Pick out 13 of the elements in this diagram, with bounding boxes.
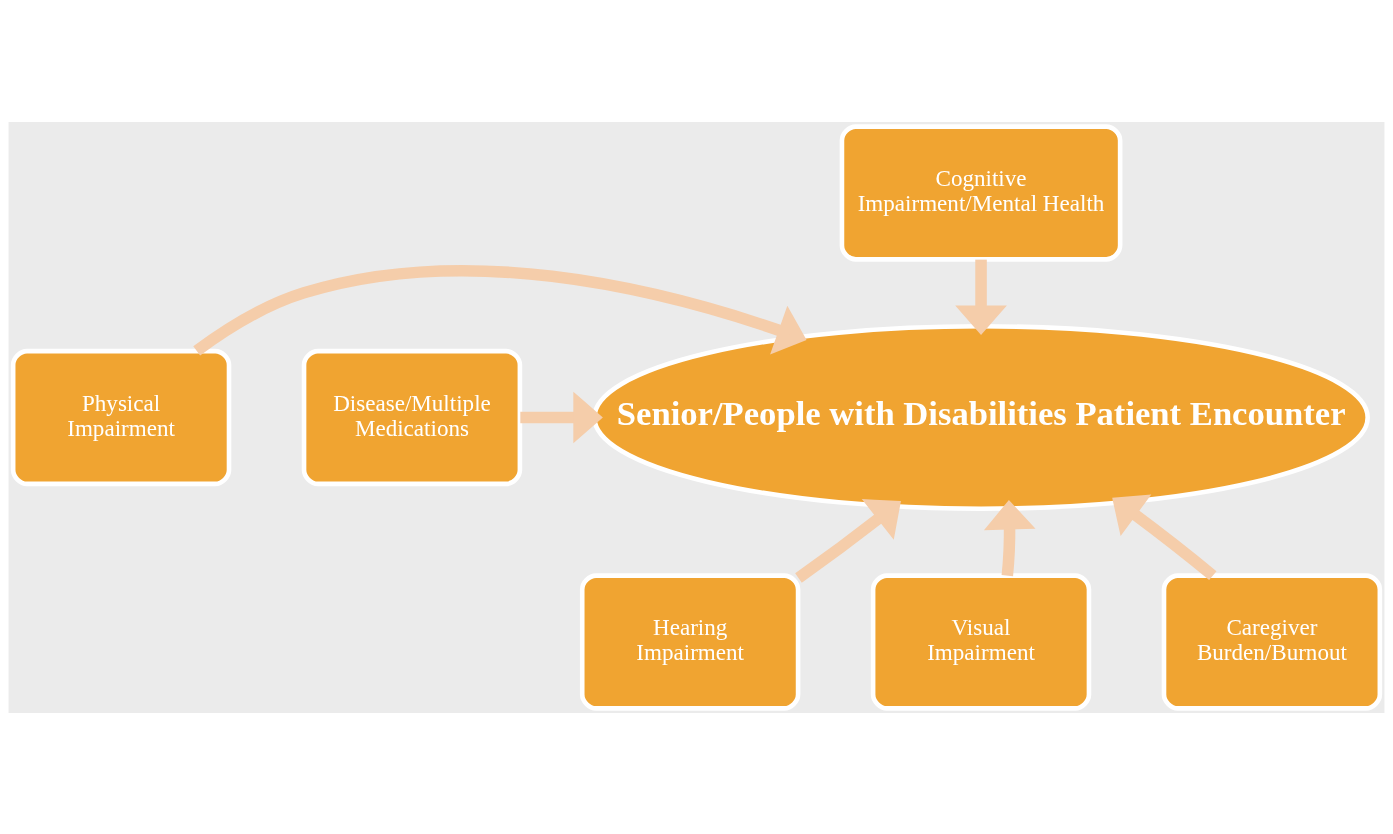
arrow bbox=[955, 259, 1007, 335]
arrow bbox=[193, 264, 807, 356]
node-box: Hearing Impairment bbox=[579, 572, 801, 711]
node-box: Disease/Multiple Medications bbox=[301, 348, 523, 486]
arrow bbox=[1112, 494, 1217, 580]
node-box: Visual Impairment bbox=[870, 572, 1092, 711]
arrow bbox=[983, 499, 1036, 576]
node-box: Cognitive Impairment/Mental Health bbox=[839, 123, 1123, 262]
node-box: Caregiver Burden/Burnout bbox=[1161, 572, 1383, 711]
node-ellipse: Senior/People with Disabilities Patient Encounter bbox=[592, 323, 1370, 511]
node-box: Physical Impairment bbox=[10, 348, 232, 486]
arrow bbox=[795, 498, 901, 583]
arrow bbox=[520, 391, 603, 443]
